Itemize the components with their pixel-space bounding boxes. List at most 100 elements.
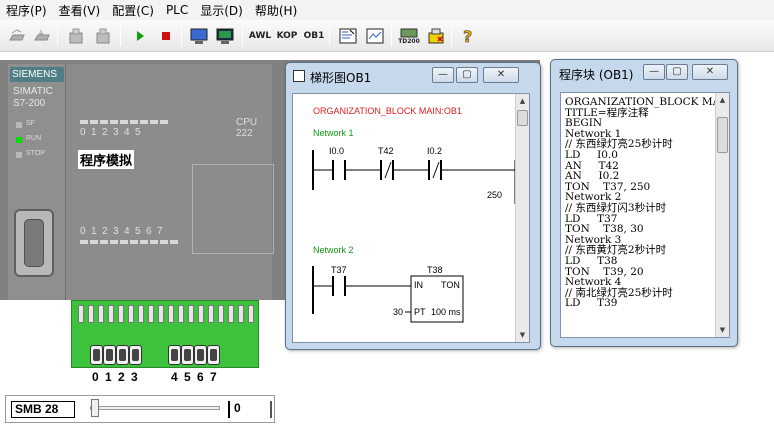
run-icon[interactable] [129,25,151,47]
code-line: Network 2 [565,191,622,204]
code-line: LD T39 [565,297,618,310]
program-close-button[interactable]: ✕ [692,64,728,80]
timer-name: T38 [427,265,443,275]
contact-label-i00: I0.0 [329,146,345,156]
scroll-up-icon[interactable]: ▲ [519,97,526,105]
ladder-client: ORGANIZATION_BLOCK MAIN:OB1 Network 1 I0… [292,93,530,343]
input-led-row [80,120,168,124]
smb28-label: SMB 28 [11,401,75,418]
help-icon[interactable]: ? [457,25,479,47]
input-switch-5[interactable] [181,345,194,365]
run-label: RUN [26,135,42,142]
program-vertical-scrollbar[interactable]: ▲ ▼ [715,93,729,337]
code-line: LD T38 [565,254,618,267]
program-simulation-label: 程序模拟 [78,150,135,169]
program-minimize-button[interactable]: — [643,64,665,80]
ladder-minimize-button[interactable]: — [432,67,454,83]
input-switch-6[interactable] [194,345,207,365]
toolbar-separator [391,26,392,46]
ob1-button[interactable]: OB1 [303,31,325,41]
ladder-org-block: ORGANIZATION_BLOCK MAIN:OB1 [313,106,462,116]
code-line: // 东西绿灯亮25秒计时 [565,138,673,151]
output-led-row [80,240,178,244]
code-line: // 南北绿灯亮25秒计时 [565,286,673,299]
program-maximize-button[interactable]: ▢ [666,64,688,80]
plc-display-frame [192,164,274,254]
input-switch-3[interactable] [129,345,142,365]
code-line: TITLE=程序注释 [565,106,649,119]
ladder-vertical-scrollbar[interactable]: ▲ ▼ [515,94,529,342]
serial-port-connector [14,209,54,277]
input-switch-7[interactable] [207,345,220,365]
svg-text:?: ? [463,27,472,45]
kop-button[interactable]: KOP [276,31,298,41]
menu-help[interactable]: 帮助(H) [254,3,298,18]
save-icon[interactable] [31,25,53,47]
code-line: // 东西绿灯闪3秒计时 [565,201,667,214]
program-window-title: 程序块 (OB1) [559,68,634,82]
run-led [16,137,22,143]
code-line: // 东西黄灯亮2秒计时 [565,244,667,257]
menu-bar: 程序(P) 查看(V) 配置(C) PLC 显示(D) 帮助(H) [0,0,774,20]
ladder-window-title: 梯形图OB1 [310,71,372,85]
ladder-maximize-button[interactable]: ▢ [456,67,478,83]
monitor-icon[interactable] [188,25,210,47]
menu-plc[interactable]: PLC [165,3,189,17]
code-line: LD I0.0 [565,148,618,161]
code-line: TON T38, 30 [565,223,644,236]
ladder-network2-label: Network 2 [313,245,354,255]
timer-pt-label: PT [414,307,426,317]
stop-icon[interactable] [155,25,177,47]
input-switch-2[interactable] [116,345,129,365]
network1-preset-value: 250 [487,190,503,200]
td200-label: TD200 [398,37,420,45]
upload-icon[interactable] [65,25,87,47]
key-icon[interactable] [425,25,447,47]
open-icon[interactable] [6,25,28,47]
scroll-down-icon[interactable]: ▼ [719,326,726,334]
ladder-close-button[interactable]: ✕ [483,67,519,83]
code-line: TON T37, 250 [565,180,651,193]
timer-pt-value: 30 [393,307,404,317]
smb28-slider-track[interactable] [90,406,220,410]
input-switch-0[interactable] [90,345,103,365]
sf-label: SF [26,120,35,127]
scroll-down-icon[interactable]: ▼ [519,331,526,339]
toolbar-separator [57,26,58,46]
scroll-up-icon[interactable]: ▲ [719,96,726,104]
td200-icon[interactable]: TD200 [398,25,420,47]
timer-type-label: TON [441,280,460,290]
chart-status-icon[interactable] [364,25,386,47]
code-line: BEGIN [565,117,603,130]
stop-led [16,152,22,158]
ladder-network1-label: Network 1 [313,128,354,138]
toolbar-separator [181,26,182,46]
state-table-icon[interactable] [337,25,359,47]
s7-200-label: S7-200 [13,98,46,109]
sf-led [16,122,22,128]
code-line: Network 3 [565,233,622,246]
program-scroll-thumb[interactable] [717,117,728,153]
awl-button[interactable]: AWL [248,31,272,41]
plc-monitor-icon[interactable] [214,25,236,47]
ladder-scroll-thumb[interactable] [517,110,528,126]
toolbar-separator [120,26,121,46]
smb28-slider-thumb[interactable] [91,399,99,417]
input-switch-1[interactable] [103,345,116,365]
menu-view[interactable]: 查看(V) [58,3,101,18]
download-icon[interactable] [92,25,114,47]
input-switch-4[interactable] [168,345,181,365]
menu-config[interactable]: 配置(C) [112,3,154,18]
code-line: AN T42 [565,159,619,172]
toolbar: AWL KOP OB1 TD200 ? [0,20,774,52]
menu-display[interactable]: 显示(D) [200,3,243,18]
smb28-control: SMB 28 0 [5,395,275,423]
input-switch-strip [71,300,259,368]
code-line: Network 1 [565,127,622,140]
toolbar-separator [242,26,243,46]
menu-program[interactable]: 程序(P) [6,3,47,18]
